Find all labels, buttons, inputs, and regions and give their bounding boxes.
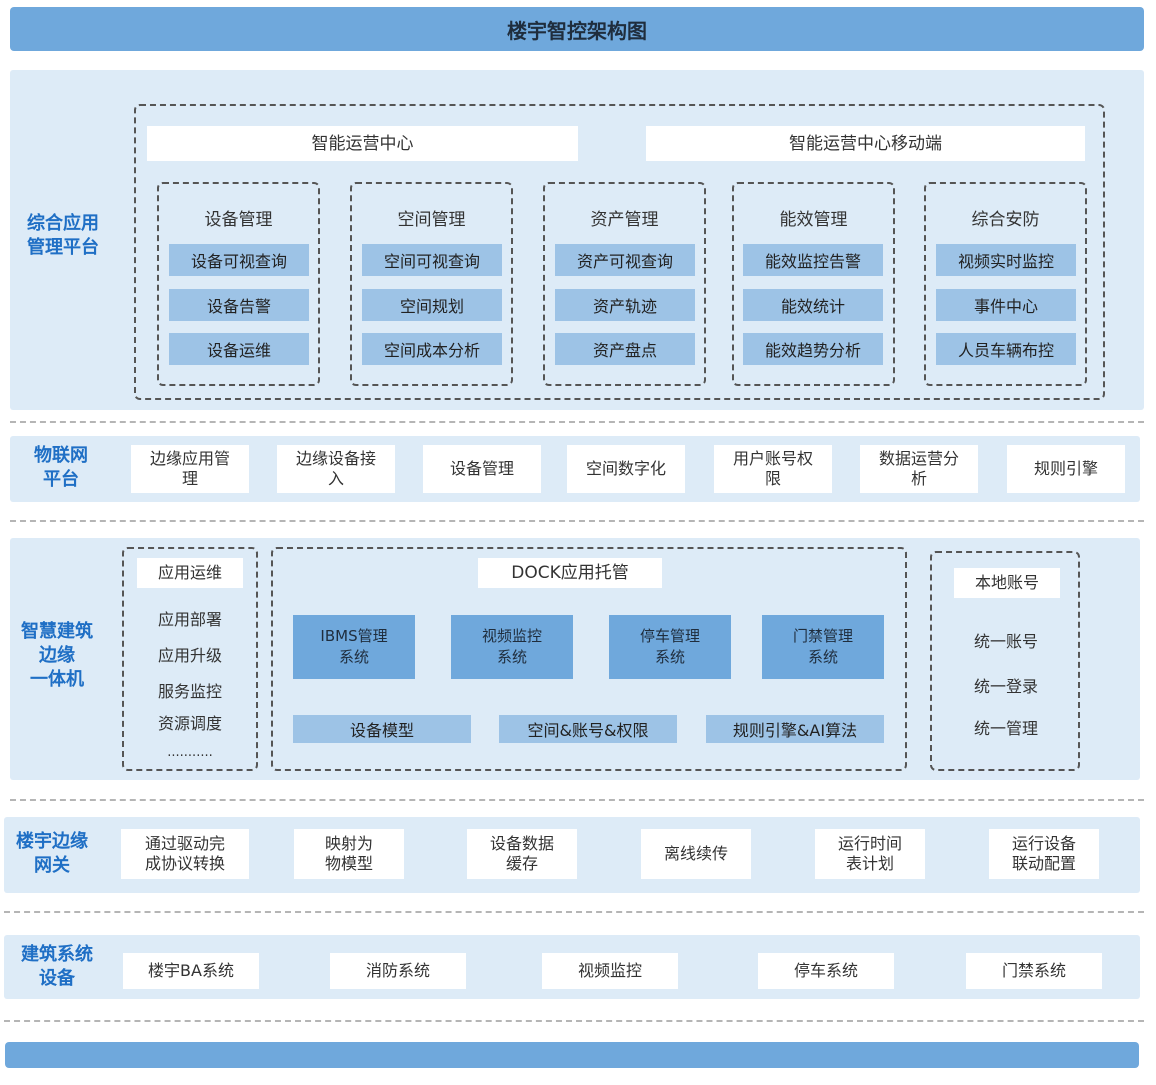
gateway-item: 运行时间 表计划 xyxy=(815,829,925,879)
dock-system: 门禁管理 系统 xyxy=(762,615,884,679)
account-item: 统一管理 xyxy=(973,719,1038,738)
app-container xyxy=(134,104,1105,400)
group-title: 空间管理 xyxy=(397,209,466,230)
ops-item: 应用部署 xyxy=(157,610,222,629)
device-item: 停车系统 xyxy=(758,953,894,989)
app-item: 视频实时监控 xyxy=(936,244,1076,276)
edge-layer-label: 智慧建筑 边缘 一体机 xyxy=(21,621,93,690)
app-item: 空间规划 xyxy=(362,289,502,321)
group-title: 综合安防 xyxy=(971,209,1040,230)
layer-separator xyxy=(10,520,1144,522)
app-item: 设备告警 xyxy=(169,289,309,321)
group-title: 资产管理 xyxy=(590,209,659,230)
ops-item: 资源调度 xyxy=(157,714,222,733)
app-layer-label: 综合应用 管理平台 xyxy=(27,213,99,258)
gateway-layer-label: 楼宇边缘 网关 xyxy=(16,831,88,876)
dock-system: 视频监控 系统 xyxy=(451,615,573,679)
app-item: 事件中心 xyxy=(936,289,1076,321)
gateway-item: 运行设备 联动配置 xyxy=(989,829,1099,879)
app-item: 能效监控告警 xyxy=(743,244,883,276)
group-title: 能效管理 xyxy=(779,209,848,230)
app-item: 人员车辆布控 xyxy=(936,333,1076,365)
ops-title: 应用运维 xyxy=(137,558,243,588)
app-item: 设备运维 xyxy=(169,333,309,365)
gateway-item: 映射为 物模型 xyxy=(294,829,404,879)
ops-item: 服务监控 xyxy=(157,682,222,701)
app-item: 能效趋势分析 xyxy=(743,333,883,365)
account-item: 统一账号 xyxy=(973,632,1038,651)
iot-item: 边缘应用管 理 xyxy=(131,445,249,493)
dock-system: 停车管理 系统 xyxy=(609,615,731,679)
dock-container xyxy=(271,547,907,771)
layer-separator xyxy=(4,911,1144,913)
dock-system: IBMS管理 系统 xyxy=(293,615,415,679)
device-item: 门禁系统 xyxy=(966,953,1102,989)
account-item: 统一登录 xyxy=(973,677,1038,696)
device-item: 视频监控 xyxy=(542,953,678,989)
layer-separator xyxy=(10,421,1144,423)
ops-container xyxy=(122,547,258,771)
gateway-item: 设备数据 缓存 xyxy=(467,829,577,879)
device-item: 消防系统 xyxy=(330,953,466,989)
page-title: 楼宇智控架构图 xyxy=(10,7,1144,51)
group-energy-management xyxy=(732,182,895,386)
group-asset-management xyxy=(543,182,706,386)
account-title: 本地账号 xyxy=(954,568,1060,598)
layer-separator xyxy=(4,1020,1144,1022)
dock-title: DOCK应用托管 xyxy=(478,558,662,588)
gateway-item: 离线续传 xyxy=(641,829,751,879)
iot-item: 空间数字化 xyxy=(567,445,685,493)
dock-base: 空间&账号&权限 xyxy=(499,715,677,743)
app-item: 能效统计 xyxy=(743,289,883,321)
ops-item: 应用升级 xyxy=(157,646,222,665)
app-item: 资产轨迹 xyxy=(555,289,695,321)
dock-base: 规则引擎&AI算法 xyxy=(706,715,884,743)
app-item: 空间成本分析 xyxy=(362,333,502,365)
iot-item: 规则引擎 xyxy=(1007,445,1125,493)
account-container xyxy=(930,551,1080,771)
group-space-management xyxy=(350,182,513,386)
ops-item: ........... xyxy=(167,744,213,760)
app-item: 空间可视查询 xyxy=(362,244,502,276)
layer-separator xyxy=(10,799,1144,801)
group-title: 设备管理 xyxy=(204,209,273,230)
group-device-management xyxy=(157,182,320,386)
group-security xyxy=(924,182,1087,386)
footer-bar xyxy=(5,1042,1139,1068)
iot-item: 边缘设备接 入 xyxy=(277,445,395,493)
gateway-item: 通过驱动完 成协议转换 xyxy=(121,829,249,879)
iot-item: 设备管理 xyxy=(423,445,541,493)
dock-base: 设备模型 xyxy=(293,715,471,743)
iot-item: 数据运营分 析 xyxy=(860,445,978,493)
iot-item: 用户账号权 限 xyxy=(714,445,832,493)
iot-layer-label: 物联网 平台 xyxy=(34,445,88,490)
app-item: 设备可视查询 xyxy=(169,244,309,276)
app-item: 资产盘点 xyxy=(555,333,695,365)
center-operations: 智能运营中心 xyxy=(147,126,578,161)
device-item: 楼宇BA系统 xyxy=(123,953,259,989)
app-item: 资产可视查询 xyxy=(555,244,695,276)
center-operations-mobile: 智能运营中心移动端 xyxy=(646,126,1085,161)
devices-layer-label: 建筑系统 设备 xyxy=(21,944,93,989)
